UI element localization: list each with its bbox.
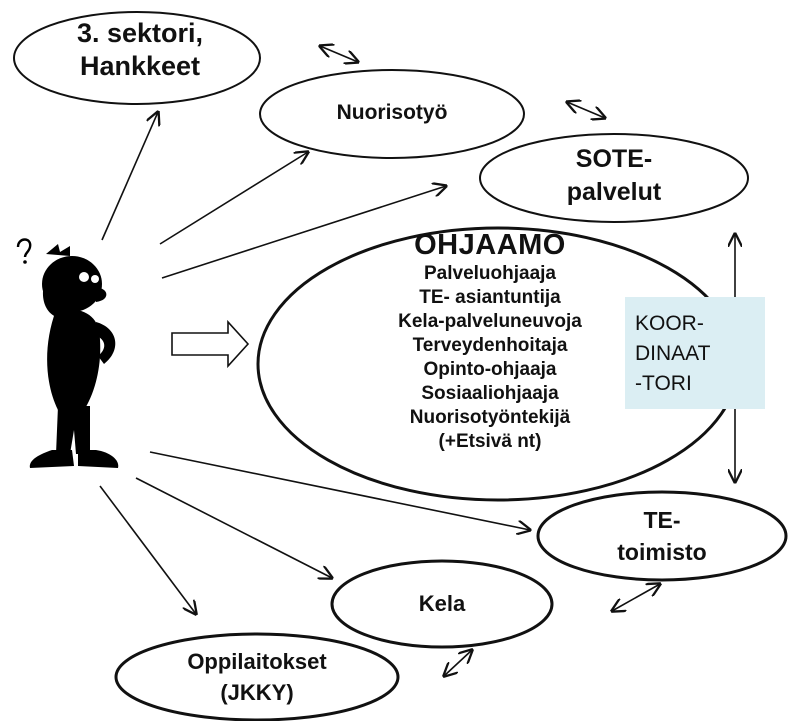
node-sote-shape [479, 133, 749, 223]
hub-role: Kela-palveluneuvoja [398, 311, 582, 332]
node-kela-shape [330, 559, 554, 649]
node-te-line-2: toimisto [617, 539, 707, 565]
hub-role: Palveluohjaaja [423, 263, 556, 284]
hub-title: OHJAAMO [414, 229, 566, 261]
hub-role: Sosiaaliohjaaja [421, 383, 559, 404]
link-nuorisotyo-sote [567, 102, 605, 118]
hub-role: Nuorisotyöntekijä [409, 407, 571, 428]
node-te: TE- toimisto [582, 504, 742, 568]
node-sote-line-2: palvelut [566, 178, 662, 206]
arrow-to-te [149, 451, 530, 530]
node-sote: SOTE- palvelut [524, 143, 704, 209]
hub-role: Opinto-ohjaaja [423, 359, 557, 380]
hub-role: (+Etsivä nt) [438, 431, 542, 452]
node-sektori: 3. sektori, Hankkeet [40, 17, 240, 83]
link-sektori-nuorisotyo [320, 46, 358, 62]
node-oppilaitokset: Oppilaitokset (JKKY) [147, 646, 367, 708]
node-nuorisotyo-shape [259, 69, 525, 159]
node-te-line-1: TE- [643, 507, 681, 533]
arrow-to-oppilaitokset [99, 485, 196, 614]
node-oppilaitokset-line-2: (JKKY) [220, 680, 294, 705]
hub-role: TE- asiantuntija [419, 287, 561, 308]
arrow-to-sektori [101, 112, 158, 241]
node-nuorisotyo: Nuorisotyö [292, 99, 492, 127]
hollow-right-arrow-icon [171, 319, 250, 369]
link-kela-oppilaitokset [444, 650, 472, 676]
hub-ohjaamo: OHJAAMO Palveluohjaaja TE- asiantuntija … [360, 228, 620, 454]
node-nuorisotyo-label: Nuorisotyö [336, 101, 448, 124]
node-sote-line-1: SOTE- [575, 145, 653, 173]
arrow-to-nuorisotyo [159, 152, 308, 245]
link-te-kela [612, 584, 660, 611]
confused-person-icon [16, 238, 119, 468]
hub-role: Terveydenhoitaja [412, 335, 568, 356]
coordinator-line-1: KOOR- [635, 312, 704, 335]
node-oppilaitokset-shape [114, 632, 400, 721]
node-kela: Kela [372, 590, 512, 618]
node-sektori-shape [13, 11, 261, 105]
arrow-to-kela [135, 477, 332, 578]
node-kela-label: Kela [418, 591, 466, 616]
node-oppilaitokset-line-1: Oppilaitokset [187, 649, 327, 674]
node-sektori-line-1: 3. sektori, [76, 18, 204, 48]
node-sektori-line-2: Hankkeet [79, 51, 201, 81]
coordinator-line-2: DINAAT [635, 342, 711, 365]
node-te-shape [536, 490, 788, 582]
arrow-to-sote [161, 186, 446, 279]
coordinator-line-3: -TORI [635, 372, 692, 395]
coordinator-box: KOOR- DINAAT -TORI [625, 297, 765, 409]
